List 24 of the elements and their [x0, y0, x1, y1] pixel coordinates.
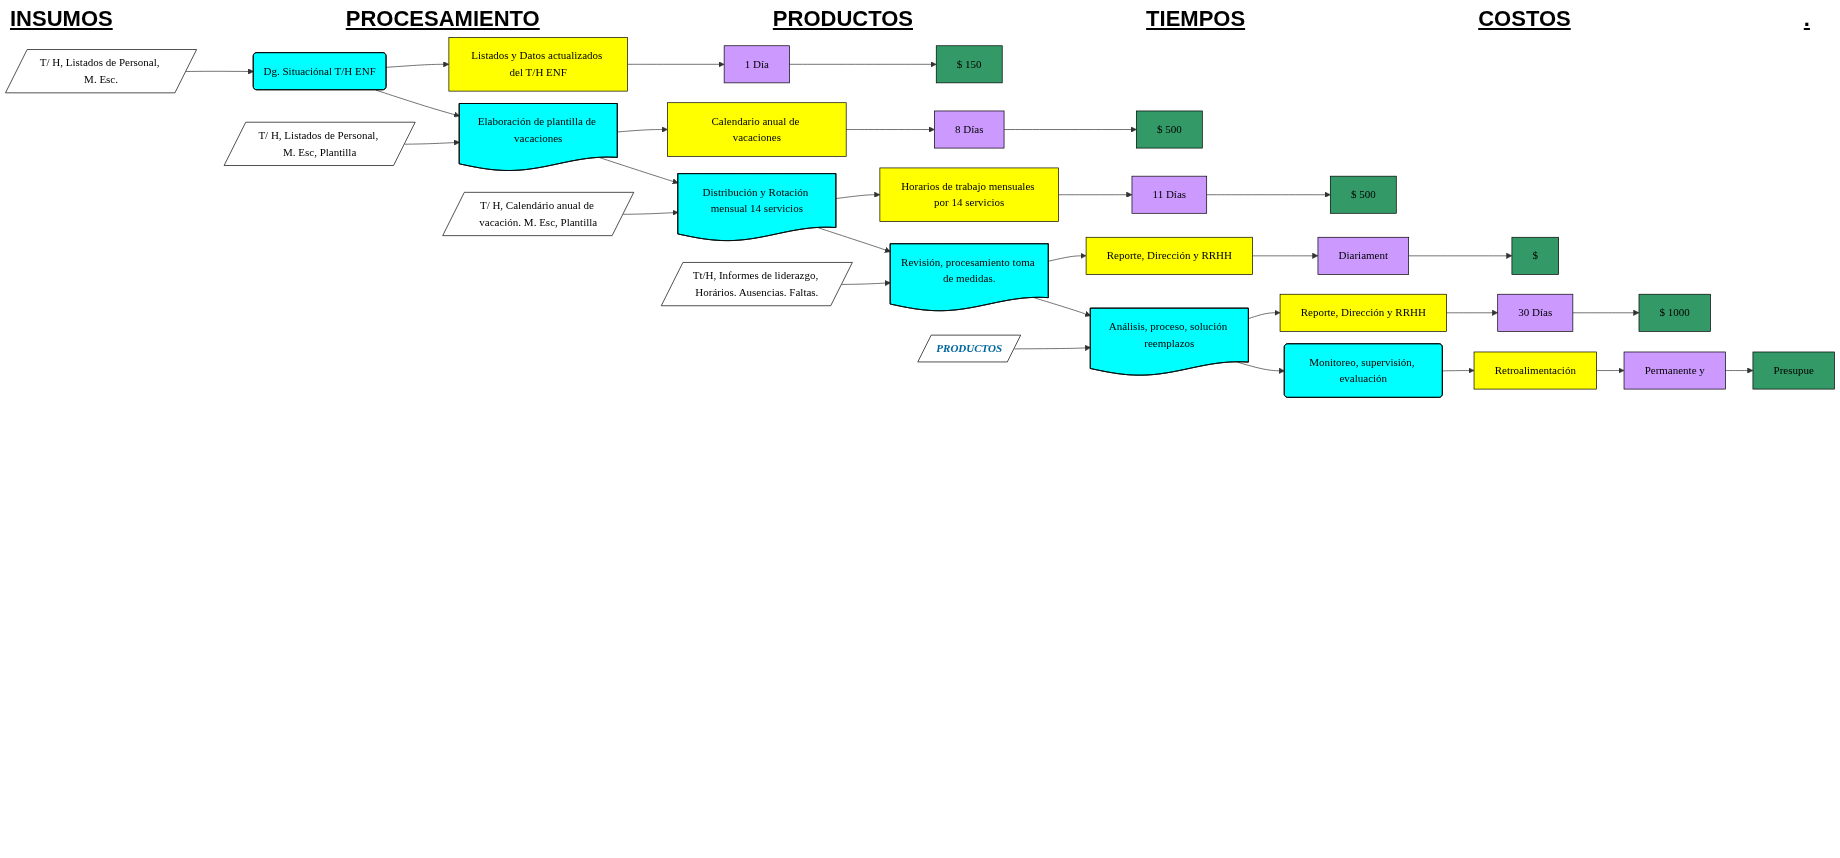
node-box: Calendario anual de vacaciones: [667, 102, 847, 157]
column-heading: PROCESAMIENTO: [345, 6, 540, 32]
node-box: Diariament: [1317, 236, 1409, 275]
node-box: Listados y Datos actualizados del T/H ENF: [448, 37, 628, 92]
node-box: Reporte, Dirección y RRHH: [1085, 236, 1253, 275]
node-box: 11 Días: [1131, 175, 1208, 214]
node-box: Permanente y: [1623, 351, 1726, 390]
node-box: Presupue: [1752, 351, 1835, 390]
column-heading: INSUMOS: [10, 6, 113, 32]
node-box: $ 500: [1329, 175, 1397, 214]
node-box: Retroalimentación: [1473, 351, 1597, 390]
node-box: 1 Día: [723, 45, 790, 84]
node-box: Horarios de trabajo mensuales por 14 servicios: [879, 167, 1059, 222]
column-heading: .: [1803, 6, 1810, 32]
node-box: $ 500: [1136, 110, 1203, 149]
node-box: 8 Días: [934, 110, 1005, 149]
column-heading: TIEMPOS: [1146, 6, 1246, 32]
node-box: 30 Días: [1497, 293, 1574, 332]
node-box: Reporte, Dirección y RRHH: [1279, 293, 1447, 332]
node-box: $ 150: [935, 45, 1003, 84]
node-box: $ 1000: [1638, 293, 1711, 332]
column-heading: COSTOS: [1478, 6, 1571, 32]
node-box: $: [1511, 236, 1559, 275]
column-heading: PRODUCTOS: [772, 6, 913, 32]
